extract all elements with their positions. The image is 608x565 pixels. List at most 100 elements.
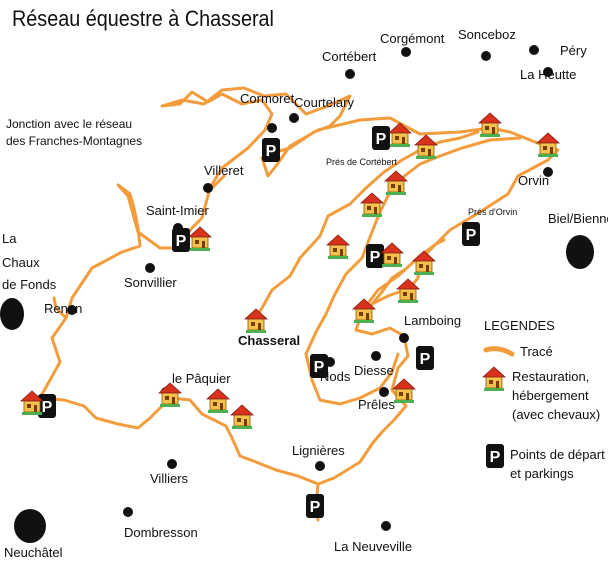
lodging-icon-preles: [392, 378, 416, 404]
town-dot-cormoret: [267, 123, 277, 133]
route-renan: [52, 296, 68, 320]
parking-marker-chasseral-east: P: [366, 244, 384, 268]
lodging-icon-chasseral-ridge-2: [326, 234, 350, 260]
label-sonceboz: Sonceboz: [458, 27, 516, 42]
town-dot-villeret: [203, 183, 213, 193]
lodging-icon-sonceboz: [478, 112, 502, 138]
lodging-icon-pres-orvin: [412, 250, 436, 276]
town-dot-orvin: [543, 167, 553, 177]
town-dot-cortebert: [345, 69, 355, 79]
map-title: Réseau équestre à Chasseral: [12, 6, 274, 31]
legend-parking-label: Points de départ et parkings: [510, 446, 605, 484]
lodging-icons: [20, 112, 560, 430]
route-outer-loop: [38, 86, 560, 486]
parking-marker-west: P: [38, 394, 56, 418]
route-nods-loop: [304, 352, 400, 406]
label-la-neuveville: La Neuveville: [334, 539, 413, 554]
parking-marker-lamboing: P: [416, 346, 434, 370]
label-saint-imier: Saint-Imier: [146, 203, 209, 218]
label-la-heutte: La Heutte: [520, 67, 577, 82]
parking-marker-nods: P: [310, 354, 328, 378]
legend-lodging-line-3: (avec chevaux): [512, 406, 601, 422]
route-villeret: [210, 174, 226, 190]
label-diesse: Diesse: [354, 363, 394, 378]
label-biel: Biel/Bienne: [548, 211, 608, 226]
parking-symbol: P: [176, 233, 187, 250]
town-dot-preles: [379, 387, 389, 397]
town-dot-lamboing: [399, 333, 409, 343]
lodging-icon-pres-cortebert: [384, 170, 408, 196]
city-dot-chaux-de-fonds: [0, 298, 24, 330]
lodging-icon-chasseral: [244, 308, 268, 334]
parking-symbol: P: [490, 449, 501, 466]
label-villiers: Villiers: [150, 471, 189, 486]
town-dot-dombresson: [123, 507, 133, 517]
junction-note-line-1: Jonction avec le réseau: [6, 117, 133, 131]
lodging-icon-saint-imier: [188, 226, 212, 252]
city-dot-biel: [566, 235, 594, 269]
parking-symbol: P: [266, 143, 277, 160]
city-dot-neuchatel: [14, 509, 46, 543]
junction-note-line-2: des Franches-Montagnes: [6, 133, 143, 148]
label-pres-orvin: Prés d'Orvin: [468, 207, 518, 217]
town-dot-diesse: [371, 351, 381, 361]
parking-marker-pres-orvin: P: [462, 222, 480, 246]
legend-heading: LEGENDES: [484, 318, 555, 333]
parking-symbol: P: [420, 351, 431, 368]
lodging-icon-cortebert-2: [414, 134, 438, 160]
legend-route-swatch: [483, 346, 515, 357]
lodging-icon-paquier-2: [206, 388, 230, 414]
parking-symbol: P: [466, 227, 477, 244]
label-nods: Nods: [320, 369, 351, 384]
legend-lodging-line-2: hébergement: [512, 387, 589, 403]
lodging-icon-pery: [536, 132, 560, 158]
parking-marker-saint-imier: P: [172, 228, 190, 252]
legend-lodging-label: Restauration, hébergement (avec chevaux): [512, 368, 600, 425]
route-tail: [370, 268, 406, 306]
town-dot-villiers: [167, 459, 177, 469]
label-orvin: Orvin: [518, 173, 550, 188]
parking-marker-cormoret: P: [262, 138, 280, 162]
label-pery: Péry: [560, 43, 587, 58]
label-le-paquier: le Pâquier: [172, 371, 231, 386]
legend-route-label: Tracé: [520, 344, 553, 359]
lodging-icon-le-paquier: [158, 382, 182, 408]
label-corgemont: Corgémont: [380, 31, 445, 46]
label-pres-cortebert: Prés de Cortébert: [326, 157, 398, 167]
town-dot-pery: [543, 67, 553, 77]
label-chaux-line-2: Chaux: [2, 255, 40, 270]
town-dot-lignieres: [315, 461, 325, 471]
town-dot-sonvillier: [145, 263, 155, 273]
parking-marker-legend: P: [486, 444, 504, 468]
parking-symbol: P: [42, 399, 53, 416]
town-dot-sonceboz: [481, 51, 491, 61]
label-chaux-line-3: de Fonds: [2, 277, 57, 292]
label-renan: Renan: [44, 301, 83, 316]
lodging-icon-chasseral-ridge-3: [380, 242, 404, 268]
label-dombresson: Dombresson: [124, 525, 198, 540]
parking-symbol: P: [370, 249, 381, 266]
label-lamboing: Lamboing: [404, 313, 462, 328]
town-dot-la-neuveville: [381, 521, 391, 531]
label-lignieres: Lignières: [292, 443, 345, 458]
label-chaux-line-1: La: [2, 231, 17, 246]
legend-parking-line-2: et parkings: [510, 465, 574, 481]
lodging-icon-chasseral-ridge-1: [360, 192, 384, 218]
town-dot-corgemont: [401, 47, 411, 57]
junction-note: Jonction avec le réseau des Franches-Mon…: [6, 116, 142, 150]
label-neuchatel: Neuchâtel: [4, 545, 63, 560]
legend-parking-line-1: Points de départ: [510, 447, 605, 462]
label-courtelary: Courtelary: [294, 95, 354, 110]
lodging-icon-paquier-3: [230, 404, 254, 430]
parking-symbol: P: [376, 131, 387, 148]
town-dot-la-heutte: [529, 45, 539, 55]
label-chasseral: Chasseral: [238, 333, 301, 348]
parking-symbol: P: [314, 359, 325, 376]
parking-markers: P P P P P P P P P P: [38, 126, 504, 518]
town-dot-renan: [67, 305, 77, 315]
parking-symbol: P: [310, 499, 321, 516]
town-dot-courtelary: [289, 113, 299, 123]
parking-marker-lignieres: P: [306, 494, 324, 518]
